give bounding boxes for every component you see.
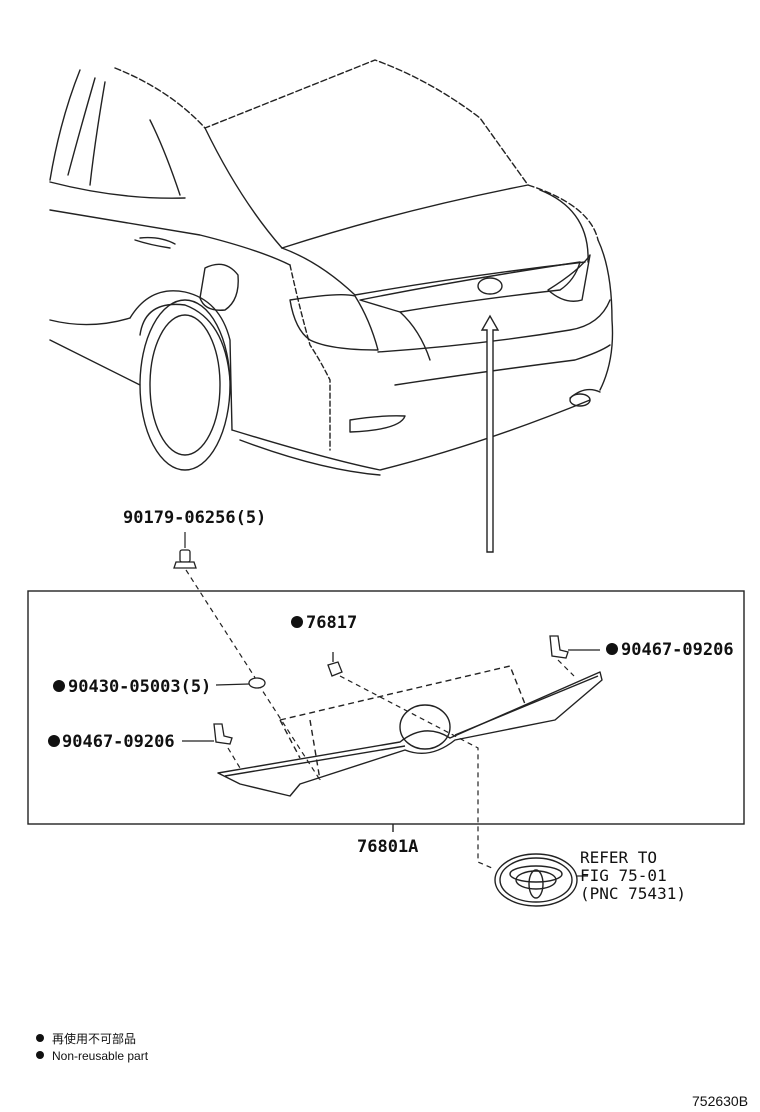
part-number-90430: 90430-05003(5) [68, 677, 211, 697]
bullet-76817 [291, 616, 303, 628]
clip-90467-right-to-garnish [557, 659, 575, 677]
bullet-90467-left [48, 735, 60, 747]
toyota-emblem-icon [494, 853, 578, 907]
back-door-garnish [217, 665, 603, 797]
location-arrow [480, 314, 500, 553]
reference-line-2: FIG 75-01 [580, 866, 667, 885]
legend-english: Non-reusable part [52, 1049, 149, 1063]
assembly-box [27, 590, 745, 825]
part-number-90467-left: 90467-09206 [62, 732, 175, 752]
reference-line-3: (PNC 75431) [580, 884, 686, 903]
washer-leader [215, 683, 250, 686]
clip-90179-icon [173, 549, 197, 569]
legend-japanese: 再使用不可部品 [52, 1031, 136, 1046]
part-number-76801A: 76801A [357, 837, 418, 857]
legend-bullet-1 [36, 1034, 44, 1042]
reference-line-1: REFER TO [580, 848, 657, 867]
clip-90467-left-icon [213, 723, 233, 745]
nut-76817-icon [327, 652, 343, 677]
part-number-76817: 76817 [306, 613, 357, 633]
clip-90467-right-icon [549, 635, 569, 659]
clip-90467-left-to-garnish [227, 747, 241, 769]
washer-90430-icon [248, 677, 266, 689]
clip-90179-leader [185, 569, 321, 781]
figure-id: 752630B [692, 1093, 748, 1109]
bullet-90467-right [606, 643, 618, 655]
bullet-90430 [53, 680, 65, 692]
legend-bullet-2 [36, 1051, 44, 1059]
part-number-90467-right: 90467-09206 [621, 640, 734, 660]
car-rear-illustration [49, 59, 614, 476]
part-number-90179: 90179-06256(5) [123, 508, 266, 528]
